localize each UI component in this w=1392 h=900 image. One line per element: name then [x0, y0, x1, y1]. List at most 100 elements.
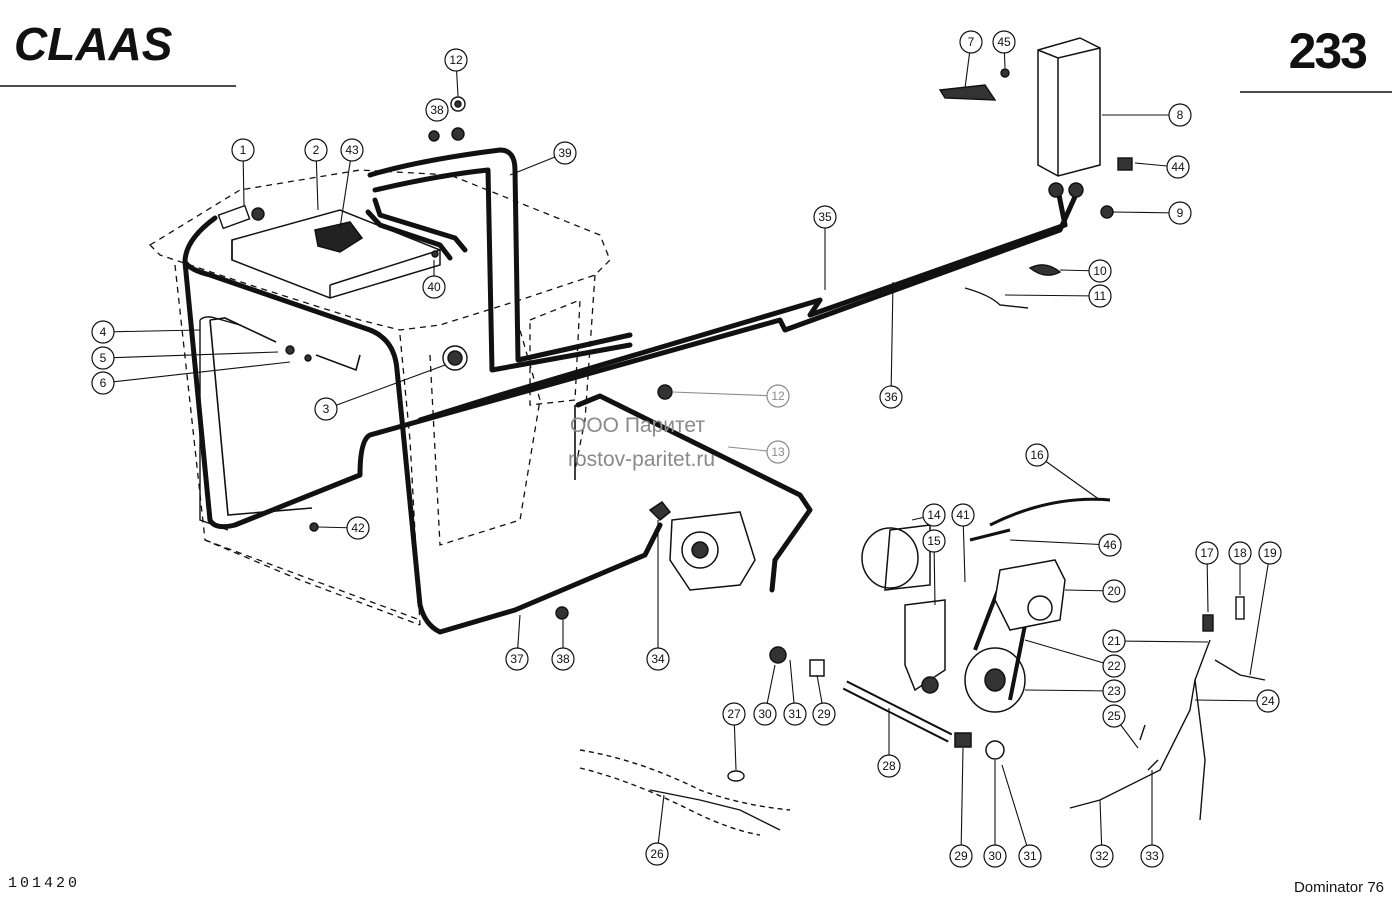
callout-label: 30	[988, 849, 1002, 863]
callout-circle	[231, 138, 255, 162]
callout-circle	[951, 503, 975, 527]
page-number: 233	[1288, 23, 1368, 79]
small-parts	[217, 68, 1133, 620]
callout-circle	[1168, 201, 1192, 225]
callout-circle	[922, 529, 946, 553]
callout-label: 32	[1095, 849, 1109, 863]
callout-circle	[645, 842, 669, 866]
callout-circle	[753, 702, 777, 726]
model-name: Dominator 76	[1293, 879, 1384, 896]
callout-label: 29	[817, 707, 831, 721]
callout-label: 9	[1177, 206, 1184, 220]
claas-logo: CLAAS	[14, 18, 173, 68]
callout-label: 1	[240, 143, 247, 157]
heater-box	[231, 209, 441, 299]
hoses	[182, 147, 1081, 635]
callout-leader	[1024, 689, 1115, 692]
callout-label: 3	[323, 402, 330, 416]
callout-label: 19	[1263, 546, 1277, 560]
callout-label: 34	[651, 652, 665, 666]
callout-leader	[1004, 294, 1101, 297]
callout-label: 37	[510, 652, 524, 666]
callout-circle	[983, 844, 1007, 868]
callout-leader	[1113, 640, 1209, 643]
callout-label: 41	[956, 508, 970, 522]
brand-text: CLAAS	[14, 18, 173, 68]
callout-label: 12	[449, 53, 463, 67]
callout-label: 38	[430, 103, 444, 117]
callout-label: 14	[927, 508, 941, 522]
callout-circle	[722, 702, 746, 726]
callout-label: 12	[771, 389, 785, 403]
callout-circle	[1088, 259, 1112, 283]
callout-leader	[102, 361, 291, 384]
callout-label: 7	[968, 35, 975, 49]
callout-circle	[91, 320, 115, 344]
callout-label: 6	[100, 376, 107, 390]
callout-leader	[325, 364, 446, 410]
callout-circle	[1102, 704, 1126, 728]
callout-circle	[1025, 443, 1049, 467]
callout-label: 31	[1023, 849, 1037, 863]
callout-circle	[922, 503, 946, 527]
callout-circle	[425, 98, 449, 122]
callout-circle	[1098, 533, 1122, 557]
callout-label: 13	[771, 445, 785, 459]
callout-leader	[1036, 454, 1101, 501]
callout-label: 8	[1177, 108, 1184, 122]
callout-circle	[1102, 629, 1126, 653]
cab-outline	[148, 169, 611, 626]
compressor	[648, 500, 756, 591]
callout-circle	[879, 385, 903, 409]
callout-circle	[1102, 679, 1126, 703]
callout-label: 26	[650, 847, 664, 861]
callout-label: 11	[1094, 289, 1107, 303]
callout-circle	[813, 205, 837, 229]
callout-circle	[340, 138, 364, 162]
callout-circle	[1228, 541, 1252, 565]
condenser-unit	[1037, 37, 1101, 177]
callout-label: 5	[100, 351, 107, 365]
drawing-number: 101420	[8, 875, 81, 892]
callout-label: 39	[558, 146, 572, 160]
callout-circle	[992, 30, 1016, 54]
callout-circle	[949, 844, 973, 868]
callout-leader	[102, 351, 279, 359]
callout-circle	[1102, 579, 1126, 603]
callout-label: 30	[758, 707, 772, 721]
callout-label: 22	[1107, 659, 1121, 673]
callout-label: 33	[1145, 849, 1159, 863]
callout-label: 24	[1261, 694, 1275, 708]
callout-label: 17	[1200, 546, 1214, 560]
callout-circle	[646, 647, 670, 671]
callout-leader	[102, 329, 201, 333]
callout-leader	[960, 747, 964, 857]
callout-label: 44	[1171, 160, 1185, 174]
callout-leader	[1009, 539, 1111, 546]
wiring	[579, 596, 1266, 836]
callout-circle	[346, 516, 370, 540]
callout-leader	[1194, 699, 1269, 702]
callout-label: 31	[788, 707, 802, 721]
callout-label: 38	[556, 652, 570, 666]
callout-leader	[339, 149, 353, 229]
callout-label: 46	[1103, 538, 1117, 552]
callout-label: 4	[100, 325, 107, 339]
callout-circle	[877, 754, 901, 778]
watermark-url: rostov-paritet.ru	[568, 448, 716, 471]
pulley-assembly	[769, 497, 1111, 760]
callout-label: 16	[1030, 448, 1044, 462]
callout-circle	[766, 440, 790, 464]
callout-label: 27	[727, 707, 741, 721]
callout-label: 35	[818, 210, 832, 224]
callout-circle	[1256, 689, 1280, 713]
watermark-company: ООО Паритет	[570, 414, 706, 437]
callout-leader	[671, 391, 779, 397]
callout-leader	[1001, 764, 1031, 857]
callout-label: 42	[351, 521, 365, 535]
thin-pipes	[209, 317, 576, 516]
callout-circle	[959, 30, 983, 54]
